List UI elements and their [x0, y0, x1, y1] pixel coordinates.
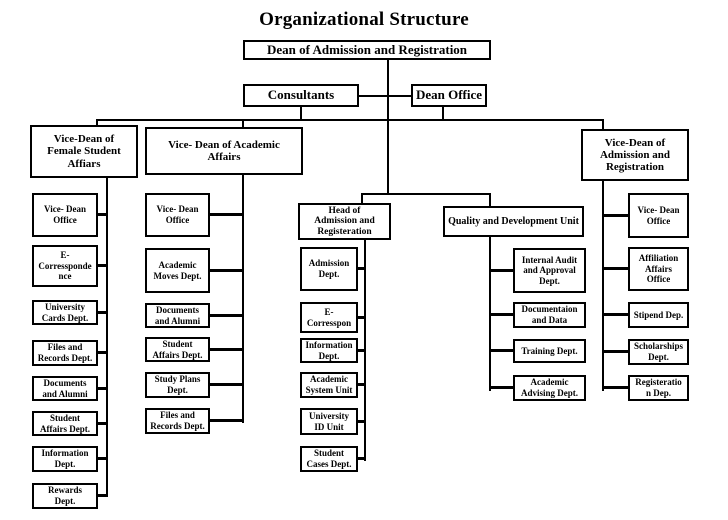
box-headadm-information-dept: Information Dept.: [300, 338, 358, 363]
connector-line: [602, 181, 604, 391]
box-female-e-corresspondence: E- Corressponde nce: [32, 245, 98, 287]
box-female-information-dept: Information Dept.: [32, 446, 98, 472]
connector-line: [489, 349, 513, 352]
box-vice-dean-female-student-affairs: Vice-Dean of Female Student Affiars: [30, 125, 138, 178]
connector-line: [358, 420, 366, 423]
connector-line: [361, 193, 491, 195]
box-quality-development-unit: Quality and Development Unit: [443, 206, 584, 237]
connector-line: [97, 494, 107, 497]
connector-line: [210, 269, 243, 272]
box-academic-documents-alumni: Documents and Alumni: [145, 303, 210, 328]
connector-line: [210, 213, 243, 216]
box-admreg-stipend-dep: Stipend Dep.: [628, 302, 689, 328]
box-academic-moves-dept: Academic Moves Dept.: [145, 248, 210, 293]
connector-line: [602, 313, 628, 316]
connector-line: [210, 314, 243, 317]
box-admreg-registeration-dep: Registeratio n Dep.: [628, 375, 689, 401]
connector-line: [442, 107, 444, 120]
box-academic-files-records-dept: Files and Records Dept.: [145, 408, 210, 434]
connector-line: [358, 267, 366, 270]
connector-line: [358, 349, 366, 352]
box-headadm-e-corresspon: E- Corresspon: [300, 302, 358, 333]
connector-line: [97, 213, 107, 216]
connector-line: [106, 178, 108, 497]
box-headadm-academic-system-unit: Academic System Unit: [300, 372, 358, 398]
connector-line: [97, 422, 107, 425]
box-female-vice-dean-office: Vice- Dean Office: [32, 193, 98, 237]
box-dean-of-admission-and-registration: Dean of Admission and Registration: [243, 40, 491, 60]
box-quality-documentaion-data: Documentaion and Data: [513, 302, 586, 328]
connector-line: [210, 383, 243, 386]
box-academic-student-affairs-dept: Student Affairs Dept.: [145, 337, 210, 362]
connector-line: [361, 193, 363, 205]
connector-line: [96, 119, 604, 121]
box-dean-office: Dean Office: [411, 84, 487, 107]
box-female-student-affairs-dept: Student Affairs Dept.: [32, 411, 98, 436]
connector-line: [387, 60, 389, 195]
connector-line: [602, 386, 628, 389]
connector-line: [602, 350, 628, 353]
connector-line: [97, 264, 107, 267]
box-head-of-admission-registeration: Head of Admission and Registeration: [298, 203, 391, 240]
connector-line: [210, 419, 243, 422]
box-headadm-admission-dept: Admission Dept.: [300, 247, 358, 291]
box-female-documents-alumni: Documents and Alumni: [32, 376, 98, 401]
connector-line: [300, 107, 302, 120]
connector-line: [97, 311, 107, 314]
box-quality-internal-audit-approval-dept: Internal Audit and Approval Dept.: [513, 248, 586, 293]
connector-line: [96, 119, 98, 127]
connector-line: [97, 457, 107, 460]
connector-line: [489, 193, 491, 208]
box-female-university-cards-dept: University Cards Dept.: [32, 300, 98, 325]
box-female-rewards-dept: Rewards Dept.: [32, 483, 98, 509]
connector-line: [242, 119, 244, 129]
box-female-files-records-dept: Files and Records Dept.: [32, 340, 98, 366]
box-headadm-student-cases-dept: Student Cases Dept.: [300, 446, 358, 472]
box-consultants: Consultants: [243, 84, 359, 107]
connector-line: [358, 316, 366, 319]
connector-line: [242, 175, 244, 423]
connector-line: [358, 95, 411, 97]
box-admreg-scholarships-dept: Scholarships Dept.: [628, 339, 689, 365]
box-headadm-university-id-unit: University ID Unit: [300, 408, 358, 435]
connector-line: [602, 267, 628, 270]
box-quality-academic-advising-dept: Academic Advising Dept.: [513, 375, 586, 401]
connector-line: [602, 119, 604, 131]
connector-line: [489, 269, 513, 272]
connector-line: [358, 383, 366, 386]
connector-line: [97, 387, 107, 390]
box-admreg-affiliation-affairs-office: Affiliation Affairs Office: [628, 247, 689, 291]
connector-line: [602, 214, 628, 217]
box-vice-dean-academic-affairs: Vice- Dean of Academic Affairs: [145, 127, 303, 175]
connector-line: [210, 348, 243, 351]
connector-line: [489, 386, 513, 389]
connector-line: [489, 313, 513, 316]
connector-line: [358, 457, 366, 460]
box-quality-training-dept: Training Dept.: [513, 339, 586, 363]
box-admreg-vice-dean-office: Vice- Dean Office: [628, 193, 689, 238]
box-academic-vice-dean-office: Vice- Dean Office: [145, 193, 210, 237]
chart-title: Organizational Structure: [259, 9, 469, 30]
connector-line: [97, 351, 107, 354]
box-vice-dean-admission-registration: Vice-Dean of Admission and Registration: [581, 129, 689, 181]
box-academic-study-plans-dept: Study Plans Dept.: [145, 372, 210, 398]
